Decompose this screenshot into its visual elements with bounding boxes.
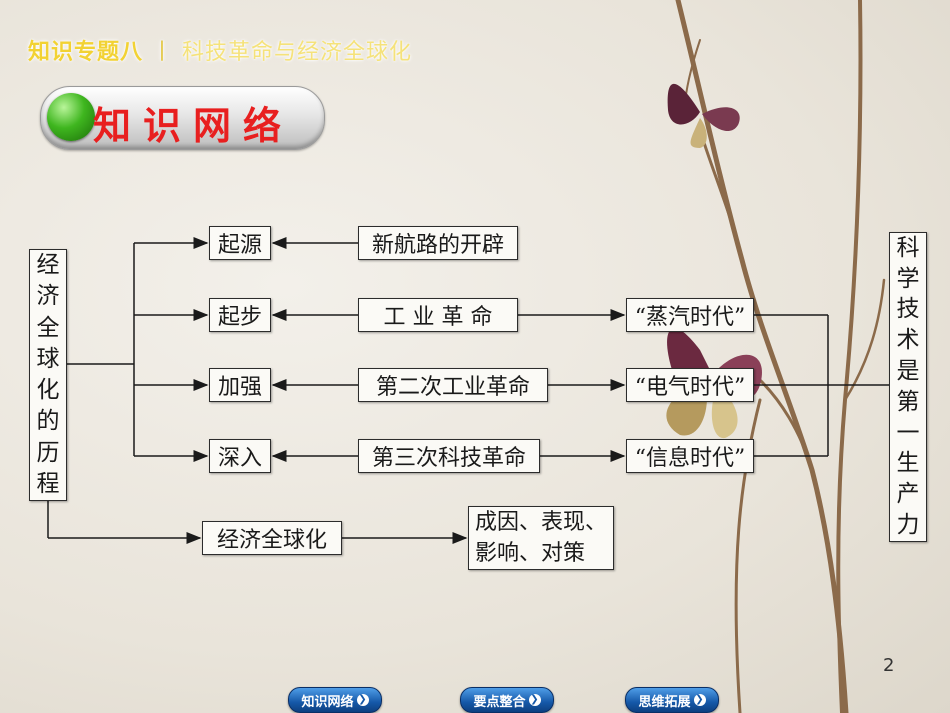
conclusion-node-char: 技: [896, 296, 920, 323]
conclusion-node-char: 力: [896, 512, 920, 539]
nav-button-thinking-extension[interactable]: 思维拓展❯: [625, 687, 719, 713]
cause-node-third-tech-revolution: 第三次科技革命: [358, 439, 540, 473]
root-node-char: 的: [36, 408, 60, 435]
root-node-char: 全: [36, 314, 60, 341]
chevron-right-icon: ❯: [693, 694, 706, 706]
chevron-right-icon: ❯: [528, 694, 541, 706]
stage-node-deepen: 深入: [209, 439, 271, 473]
root-node: 经济全球化的历程: [29, 249, 67, 501]
conclusion-node-char: 是: [896, 358, 920, 385]
stage-node-start: 起步: [209, 298, 271, 332]
conclusion-node-char: 产: [896, 481, 920, 508]
era-node-steam: “蒸汽时代”: [626, 298, 754, 332]
nav-button-key-points[interactable]: 要点整合❯: [460, 687, 554, 713]
bottom-node-globalization: 经济全球化: [202, 521, 342, 555]
nav-button-knowledge-network[interactable]: 知识网络❯: [288, 687, 382, 713]
header-topic: 知识专题八: [28, 40, 144, 65]
root-node-char: 程: [36, 470, 60, 497]
era-node-electric: “电气时代”: [626, 368, 754, 402]
chevron-right-icon: ❯: [356, 694, 369, 706]
butterfly-top: [667, 83, 740, 148]
conclusion-node-char: 第: [896, 388, 920, 415]
header-subtitle: 科技革命与经济全球化: [182, 40, 413, 65]
bottom-node-details: 成因、表现、影响、对策: [468, 506, 614, 570]
page-number: 2: [883, 655, 895, 676]
nav-label: 要点整合: [473, 694, 526, 710]
root-node-char: 球: [36, 345, 60, 372]
era-node-information: “信息时代”: [626, 439, 754, 473]
root-node-char: 济: [36, 283, 60, 310]
stage-node-strengthen: 加强: [209, 368, 271, 402]
conclusion-node-char: 科: [896, 234, 920, 261]
conclusion-node-char: 生: [896, 450, 920, 477]
header-separator: 丨: [151, 40, 175, 65]
cause-node-industrial-revolution: 工 业 革 命: [358, 298, 518, 332]
conclusion-node: 科学技术是第一生产力: [889, 232, 927, 542]
conclusion-node-char: 术: [896, 327, 920, 354]
green-ball-icon: [47, 93, 95, 141]
root-node-char: 历: [36, 439, 60, 466]
nav-label: 思维拓展: [638, 694, 691, 710]
root-node-char: 化: [36, 377, 60, 404]
conclusion-node-char: 一: [896, 419, 920, 446]
conclusion-node-char: 学: [896, 265, 920, 292]
cause-node-new-sea-routes: 新航路的开辟: [358, 226, 518, 260]
cause-node-second-industrial-revolution: 第二次工业革命: [358, 368, 548, 402]
page-header: 知识专题八丨科技革命与经济全球化: [28, 34, 412, 66]
nav-label: 知识网络: [301, 694, 354, 710]
banner-title: 知识网络: [93, 103, 294, 148]
section-banner: 知识网络: [40, 86, 325, 150]
root-node-char: 经: [36, 252, 60, 279]
stage-node-origin: 起源: [209, 226, 271, 260]
